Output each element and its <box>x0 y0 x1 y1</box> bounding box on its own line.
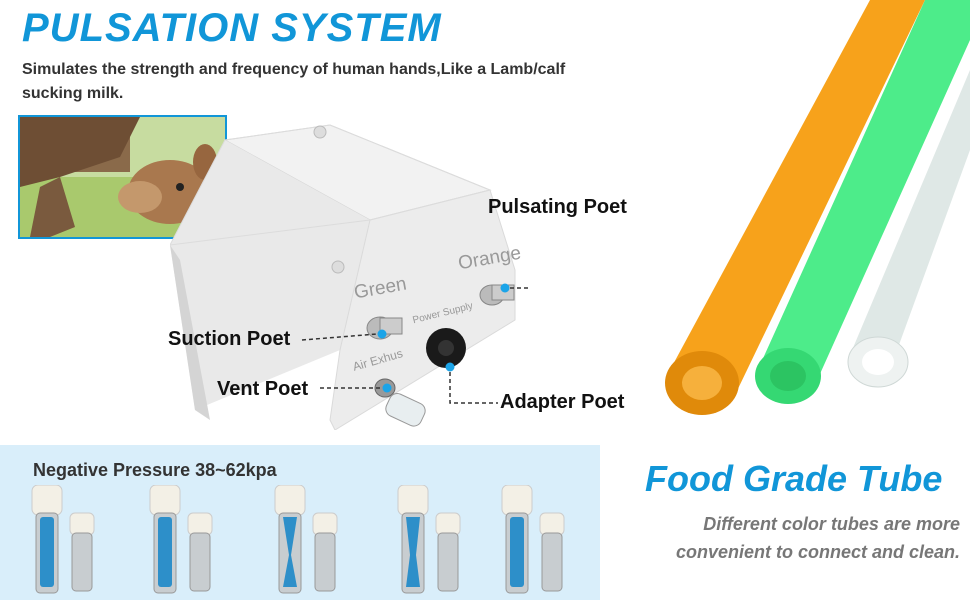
negative-pressure-label: Negative Pressure 38~62kpa <box>33 460 277 480</box>
teat-cups-row <box>20 484 590 600</box>
label-pulsating-port: Pulsating Poet <box>488 196 627 218</box>
label-vent-port: Vent Poet <box>217 378 309 400</box>
teat-cup-pair <box>274 484 338 594</box>
teat-cup-pair <box>31 484 95 594</box>
page-title: PULSATION SYSTEM <box>22 6 442 50</box>
page-subtitle: Simulates the strength and frequency of … <box>22 61 566 102</box>
tube-description: Different color tubes are more convenien… <box>675 514 960 562</box>
clear-tube <box>847 70 970 388</box>
calf-photo-illustration <box>20 117 225 237</box>
pulsator-box-illustration <box>169 124 563 431</box>
tubes-illustration <box>640 0 970 430</box>
teat-cup-pair <box>501 484 565 594</box>
green-tube <box>755 0 970 404</box>
teat-cup-pair <box>397 484 461 594</box>
label-suction-port: Suction Poet <box>168 328 291 350</box>
teat-cup-pair <box>149 484 213 594</box>
pulsator-box <box>169 120 563 431</box>
orange-tube <box>665 0 925 415</box>
food-grade-heading: Food Grade Tube <box>645 458 943 499</box>
label-adapter-port: Adapter Poet <box>500 391 625 413</box>
calf-photo <box>18 115 227 239</box>
